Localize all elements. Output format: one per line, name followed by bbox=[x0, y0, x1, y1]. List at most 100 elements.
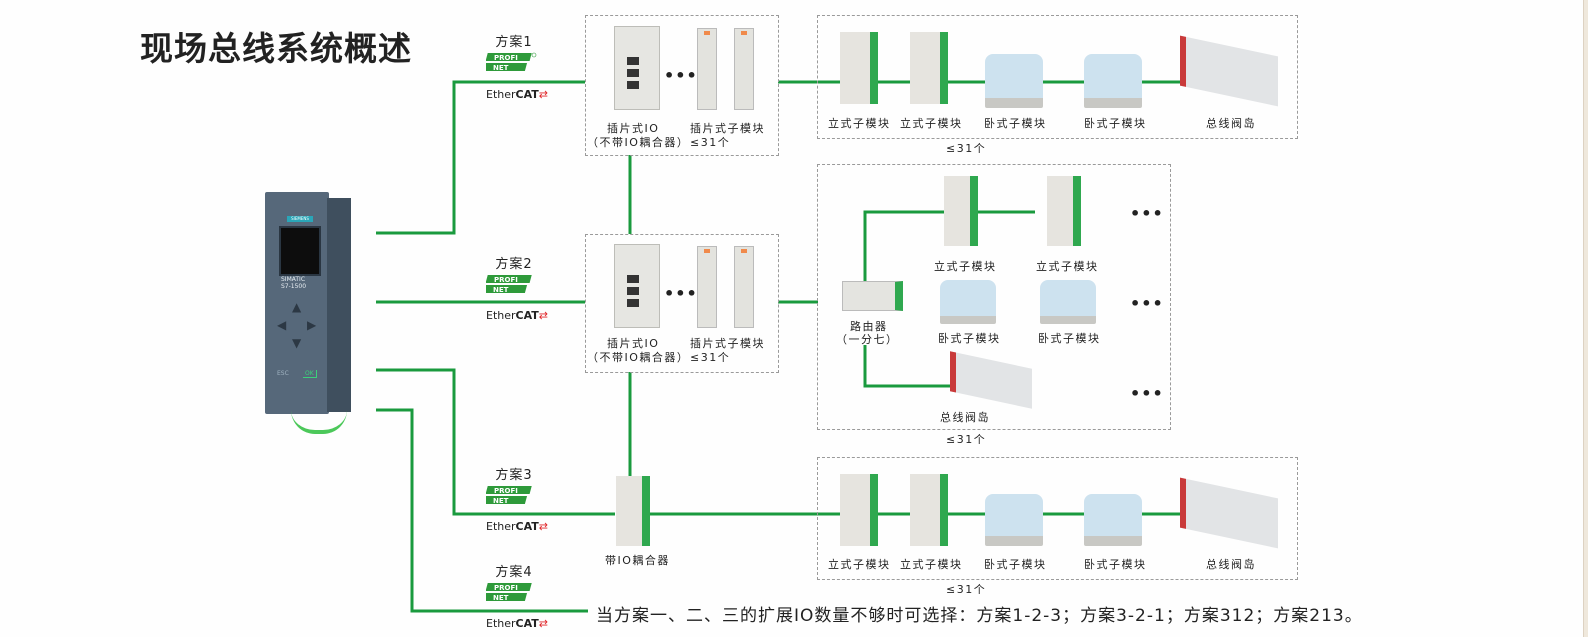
scheme-4-label: 方案4 bbox=[495, 565, 533, 580]
ellipsis: ••• bbox=[1130, 294, 1164, 313]
chain-label: 立式子模块 bbox=[900, 558, 963, 571]
vertical-module bbox=[910, 474, 948, 546]
chain-count: ≤31个 bbox=[946, 583, 987, 596]
ethercat-bold: CAT bbox=[515, 617, 539, 630]
branch-label: 卧式子模块 bbox=[1038, 332, 1101, 345]
profinet-logo: PROFI NET bbox=[486, 583, 532, 602]
svg-text:NET: NET bbox=[493, 497, 509, 505]
coupler-label: 插片式IO bbox=[607, 122, 660, 135]
chain-label: 总线阀岛 bbox=[1206, 117, 1256, 130]
horizontal-module bbox=[985, 54, 1043, 108]
ethercat-bold: CAT bbox=[515, 520, 539, 533]
group2-router-box bbox=[817, 164, 1171, 430]
slice-module bbox=[697, 246, 717, 328]
profinet-logo: PROFI NET bbox=[486, 486, 532, 505]
scheme-2-label: 方案2 bbox=[495, 257, 533, 272]
plc-display bbox=[279, 226, 321, 276]
router-label: 路由器 bbox=[850, 320, 888, 333]
slice-module bbox=[734, 28, 754, 110]
vertical-module bbox=[910, 32, 948, 104]
io-coupler-device bbox=[616, 476, 650, 546]
group1-chain-box bbox=[817, 15, 1298, 139]
branch-label: 立式子模块 bbox=[1036, 260, 1099, 273]
ethercat-logo: EtherCAT⇄ bbox=[486, 617, 548, 630]
chain-label: 立式子模块 bbox=[828, 558, 891, 571]
plc-model-line1: SIMATIC bbox=[281, 276, 306, 283]
coupler-label: 带IO耦合器 bbox=[605, 554, 670, 567]
wire-router-bottom bbox=[863, 345, 960, 388]
chain-label: 立式子模块 bbox=[828, 117, 891, 130]
svg-text:PROFI: PROFI bbox=[494, 487, 518, 495]
svg-text:NET: NET bbox=[493, 286, 509, 294]
router-sublabel: （一分七） bbox=[836, 333, 899, 346]
arrow-down-icon[interactable]: ▼ bbox=[292, 336, 302, 350]
wire-router-top bbox=[863, 210, 1035, 282]
horizontal-module bbox=[1084, 54, 1142, 108]
svg-text:PROFI: PROFI bbox=[494, 54, 518, 62]
scheme-3-label: 方案3 bbox=[495, 468, 533, 483]
wire-scheme-4 bbox=[376, 408, 588, 613]
ethercat-prefix: Ether bbox=[486, 309, 516, 322]
profinet-logo: PROFI NET bbox=[486, 275, 532, 294]
horizontal-module bbox=[985, 494, 1043, 546]
svg-text:PROFI: PROFI bbox=[494, 276, 518, 284]
plc-side bbox=[327, 198, 351, 412]
slice-count: ≤31个 bbox=[690, 136, 731, 149]
chain-label: 卧式子模块 bbox=[1084, 117, 1147, 130]
ellipsis: ••• bbox=[1130, 384, 1164, 403]
horizontal-module bbox=[1084, 494, 1142, 546]
coupler-sublabel: （不带IO耦合器） bbox=[587, 351, 690, 364]
group3-chain-box bbox=[817, 457, 1298, 580]
slice-label: 插片式子模块 bbox=[690, 337, 765, 350]
plc-brand: SIEMENS bbox=[287, 216, 313, 222]
branch-count: ≤31个 bbox=[946, 433, 987, 446]
profinet-logo: PROFI NET bbox=[486, 52, 537, 72]
chain-count: ≤31个 bbox=[946, 142, 987, 155]
ellipsis: ••• bbox=[1130, 204, 1164, 223]
arrow-left-icon[interactable]: ◀ bbox=[277, 318, 287, 332]
ethercat-logo: EtherCAT⇄ bbox=[486, 88, 548, 101]
plc-esc-key[interactable]: ESC bbox=[277, 370, 289, 377]
plc-ok-key[interactable]: OK bbox=[303, 370, 317, 378]
page-edge bbox=[1583, 0, 1588, 637]
wire-scheme-1 bbox=[376, 80, 585, 235]
ethercat-logo: EtherCAT⇄ bbox=[486, 520, 548, 533]
plc-cable bbox=[291, 410, 347, 434]
svg-text:NET: NET bbox=[493, 594, 509, 602]
chain-label: 卧式子模块 bbox=[984, 117, 1047, 130]
branch-label: 立式子模块 bbox=[934, 260, 997, 273]
plc-keypad: ▲ ◀ ▶ ▼ bbox=[275, 300, 321, 356]
chain-label: 卧式子模块 bbox=[1084, 558, 1147, 571]
arrow-right-icon[interactable]: ▶ bbox=[307, 318, 317, 332]
slice-label: 插片式子模块 bbox=[690, 122, 765, 135]
coupler-label: 插片式IO bbox=[607, 337, 660, 350]
group1-coupler-box bbox=[585, 15, 779, 156]
slice-module bbox=[734, 246, 754, 328]
coupler-sublabel: （不带IO耦合器） bbox=[587, 136, 690, 149]
vertical-module bbox=[944, 176, 978, 246]
chain-label: 立式子模块 bbox=[900, 117, 963, 130]
ethercat-prefix: Ether bbox=[486, 520, 516, 533]
ethercat-logo: EtherCAT⇄ bbox=[486, 309, 548, 322]
router-device bbox=[842, 281, 903, 311]
svg-text:PROFI: PROFI bbox=[494, 584, 518, 592]
vertical-module bbox=[840, 474, 878, 546]
expansion-note: 当方案一、二、三的扩展IO数量不够时可选择：方案1-2-3；方案3-2-1；方案… bbox=[596, 606, 1363, 626]
horizontal-module bbox=[1040, 280, 1096, 324]
wire-scheme-3 bbox=[376, 368, 615, 516]
plc-model-line2: S7-1500 bbox=[281, 283, 307, 290]
slice-io-coupler bbox=[614, 26, 660, 110]
slice-module bbox=[697, 28, 717, 110]
group2-coupler-box bbox=[585, 234, 779, 373]
slice-io-coupler bbox=[614, 244, 660, 328]
branch-label: 总线阀岛 bbox=[940, 411, 990, 424]
page-title: 现场总线系统概述 bbox=[140, 29, 412, 68]
ethercat-prefix: Ether bbox=[486, 88, 516, 101]
ethercat-bold: CAT bbox=[515, 88, 539, 101]
ethercat-bold: CAT bbox=[515, 309, 539, 322]
arrow-up-icon[interactable]: ▲ bbox=[292, 300, 302, 314]
ethercat-prefix: Ether bbox=[486, 617, 516, 630]
